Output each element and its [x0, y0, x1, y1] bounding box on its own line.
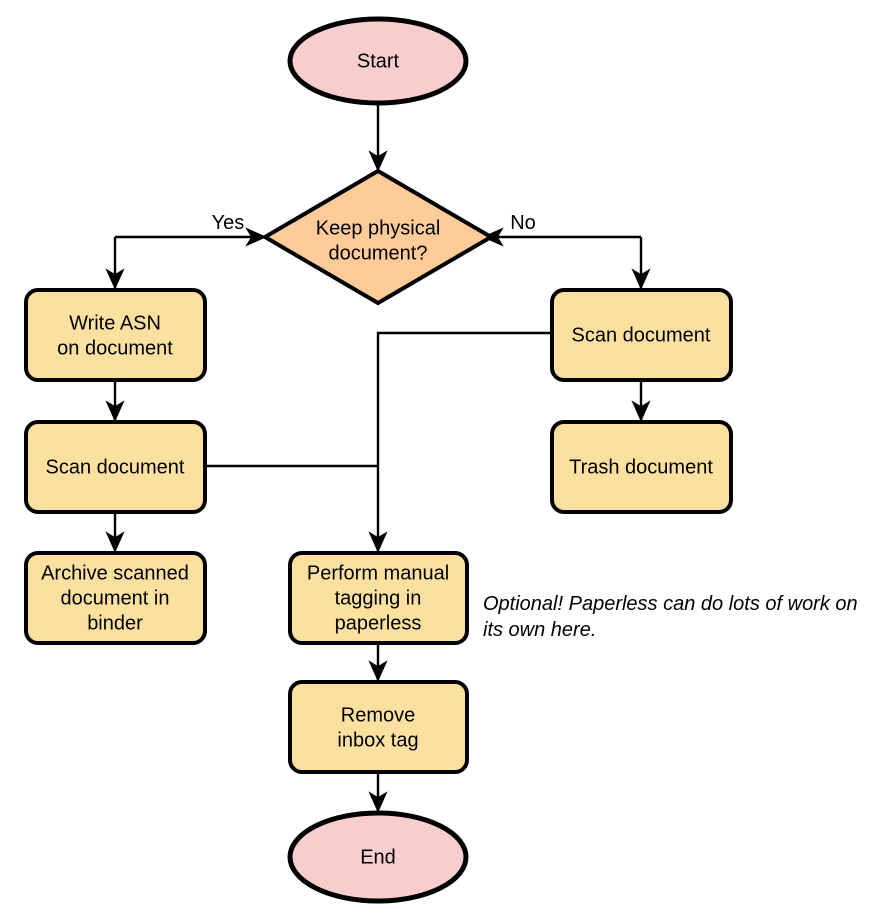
end-label: End	[360, 846, 396, 868]
decision-label-line-1: Keep physical	[316, 217, 441, 239]
decision-label-line-2: document?	[329, 242, 428, 264]
scan-document-right-box-shape	[550, 288, 733, 382]
manual-tagging-label-line-2: tagging in	[335, 587, 422, 609]
node-archive-binder[interactable]: Archive scanned document in binder	[24, 551, 207, 645]
node-trash-document[interactable]: Trash document	[550, 420, 733, 514]
node-manual-tagging[interactable]: Perform manual tagging in paperless	[288, 551, 469, 645]
edge-label-yes: Yes	[212, 212, 245, 234]
remove-inbox-tag-label-line-1: Remove	[341, 704, 415, 726]
node-scan-document-left[interactable]: Scan document	[24, 420, 207, 514]
archive-binder-label-line-3: binder	[87, 612, 143, 634]
scan-document-left-label: Scan document	[46, 456, 185, 478]
write-asn-box-shape	[24, 288, 207, 382]
annotation-optional-paperless: Optional! Paperless can do lots of work …	[483, 593, 858, 641]
edge-scan-right-to-manual-tagging	[368, 331, 552, 553]
remove-inbox-tag-label-line-2: inbox tag	[337, 729, 418, 751]
start-label: Start	[357, 50, 400, 72]
scan-document-right-label: Scan document	[572, 324, 711, 346]
archive-binder-label-line-2: document in	[61, 587, 170, 609]
annotation-line-1: Optional! Paperless can do lots of work …	[483, 593, 858, 615]
write-asn-label-line-2: on document	[57, 337, 173, 359]
start-ellipse-shape	[287, 16, 469, 106]
write-asn-label-line-1: Write ASN	[69, 312, 161, 334]
end-ellipse-shape	[287, 810, 469, 904]
edges-layer	[105, 103, 651, 813]
node-end[interactable]: End	[287, 810, 469, 904]
manual-tagging-label-line-3: paperless	[335, 612, 422, 634]
edge-labels-layer: Yes No	[212, 212, 536, 234]
trash-document-box-shape	[550, 420, 733, 514]
node-write-asn[interactable]: Write ASN on document	[24, 288, 207, 382]
node-decision-keep-physical[interactable]: Keep physical document?	[261, 168, 495, 306]
annotation-line-2: its own here.	[483, 619, 596, 641]
archive-binder-box-shape	[24, 551, 207, 645]
decision-diamond-shape	[261, 168, 495, 306]
archive-binder-label-line-1: Archive scanned	[41, 562, 189, 584]
node-start[interactable]: Start	[287, 16, 469, 106]
manual-tagging-label-line-1: Perform manual	[307, 562, 449, 584]
edge-label-no: No	[510, 212, 536, 234]
trash-document-label: Trash document	[569, 456, 713, 478]
scan-document-left-box-shape	[24, 420, 207, 514]
node-scan-document-right[interactable]: Scan document	[550, 288, 733, 382]
manual-tagging-box-shape	[288, 551, 469, 645]
remove-inbox-tag-box-shape	[288, 680, 469, 774]
nodes-layer: Start Keep physical document? Write ASN …	[24, 16, 733, 904]
node-remove-inbox-tag[interactable]: Remove inbox tag	[288, 680, 469, 774]
